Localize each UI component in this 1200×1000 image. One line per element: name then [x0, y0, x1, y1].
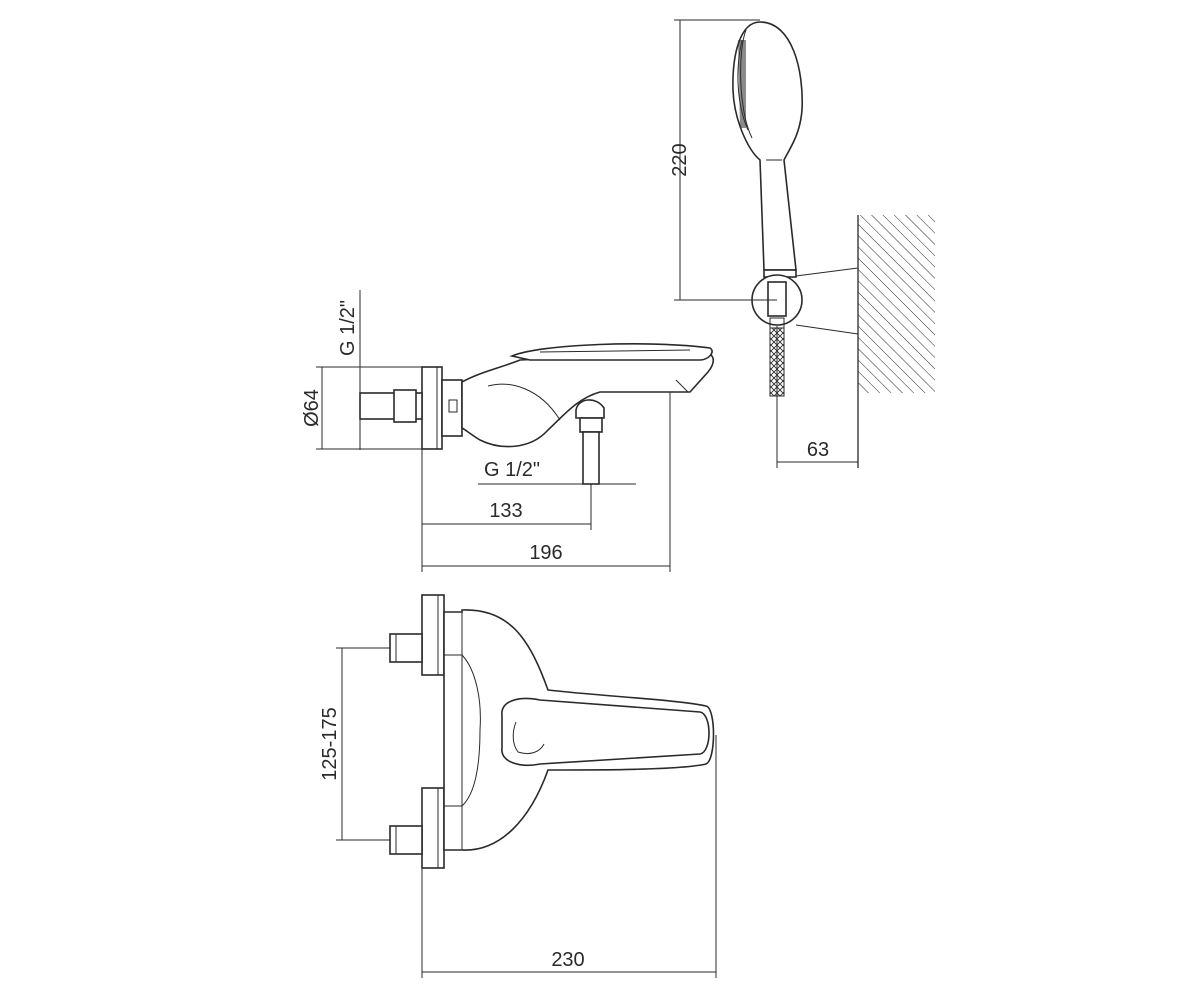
- dim-flange-diameter: Ø64: [301, 389, 323, 427]
- top-body-contour: [461, 654, 481, 807]
- side-body-contour: [487, 383, 561, 421]
- dim-thread-outlet: G 1/2": [484, 459, 540, 481]
- side-flange: [421, 366, 443, 450]
- top-flange-lower: [421, 787, 445, 869]
- side-outlet-nut: [579, 417, 603, 433]
- top-inlet-nut-upper: [389, 633, 423, 663]
- holder-socket: [767, 281, 787, 317]
- dim-outlet-distance: 133: [489, 500, 522, 522]
- mixer-top-view: 125-175 230: [319, 594, 717, 978]
- side-collar: [441, 379, 463, 437]
- side-lever: [509, 343, 713, 361]
- bracket-arms: [795, 267, 859, 335]
- side-body: [461, 351, 715, 448]
- top-flange-upper: [421, 594, 445, 676]
- side-diverter: [575, 399, 605, 419]
- wall-hatch: [858, 215, 935, 393]
- dim-hand-shower-height: 220: [669, 143, 691, 176]
- dim-inlet-spacing: 125-175: [319, 707, 341, 780]
- spray-nozzles: [738, 40, 746, 128]
- side-outlet-pipe: [582, 431, 600, 485]
- dim-overall-width: 230: [551, 949, 584, 971]
- side-spout-tip: [675, 379, 689, 393]
- mixer-side-view: G 1/2" Ø64 G 1/2" 133 196: [301, 290, 715, 572]
- side-collar-pin: [448, 399, 458, 413]
- dim-wall-offset: 63: [807, 439, 829, 461]
- side-lever-line: [539, 349, 691, 353]
- dim-thread-inlet: G 1/2": [337, 300, 359, 356]
- dim-spout-depth: 196: [529, 542, 562, 564]
- top-lever: [501, 697, 710, 766]
- side-inlet-nut: [393, 389, 417, 423]
- top-inlet-nut-lower: [389, 825, 423, 855]
- top-lever-knob: [512, 721, 545, 755]
- hand-shower-view: 220 63: [669, 19, 935, 468]
